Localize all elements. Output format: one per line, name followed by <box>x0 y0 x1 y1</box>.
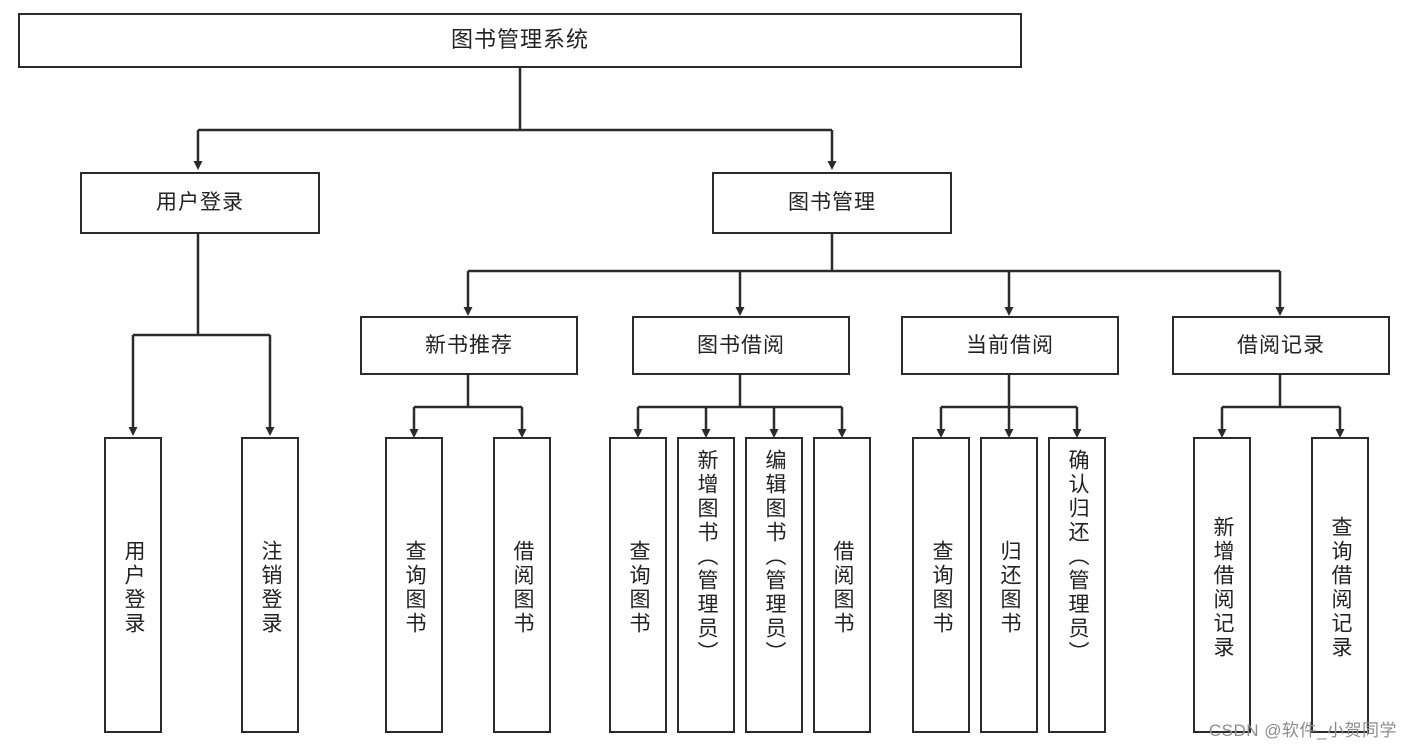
node-leaf-query-record[interactable]: 查询借阅记录 <box>1311 437 1369 733</box>
node-book-manage[interactable]: 图书管理 <box>712 172 952 234</box>
node-label: 当前借阅 <box>966 333 1054 357</box>
node-leaf-logout[interactable]: 注销登录 <box>241 437 299 733</box>
node-label: 查询图书 <box>403 540 427 636</box>
node-label: 借阅图书 <box>511 540 535 636</box>
node-leaf-query-book-2[interactable]: 查询图书 <box>609 437 667 733</box>
vert-text-wrap: 查询图书 <box>387 445 441 731</box>
node-new-book-recommend[interactable]: 新书推荐 <box>360 316 578 375</box>
vert-text-wrap: 新增图书（管理员） <box>679 445 733 735</box>
node-root-book-management-system[interactable]: 图书管理系统 <box>18 13 1022 68</box>
node-current-borrow[interactable]: 当前借阅 <box>901 316 1119 375</box>
node-leaf-edit-book[interactable]: 编辑图书（管理员） <box>745 437 803 733</box>
node-label: 查询图书 <box>930 540 954 636</box>
node-label: 查询借阅记录 <box>1329 516 1353 660</box>
node-user-login[interactable]: 用户登录 <box>80 172 320 234</box>
node-leaf-borrow-book-2[interactable]: 借阅图书 <box>813 437 871 733</box>
node-leaf-add-record[interactable]: 新增借阅记录 <box>1193 437 1251 733</box>
vert-text-wrap: 编辑图书（管理员） <box>747 445 801 735</box>
vert-text-wrap: 确认归还（管理员） <box>1050 445 1104 735</box>
csdn-watermark: CSDN @软件_小贺同学 <box>1208 721 1397 740</box>
node-leaf-query-book-3[interactable]: 查询图书 <box>912 437 970 733</box>
node-leaf-confirm-return[interactable]: 确认归还（管理员） <box>1048 437 1106 733</box>
vert-text-wrap: 归还图书 <box>982 445 1036 731</box>
node-leaf-user-login[interactable]: 用户登录 <box>104 437 162 733</box>
vert-text-wrap: 借阅图书 <box>495 445 549 731</box>
vert-text-wrap: 查询借阅记录 <box>1313 445 1367 731</box>
vert-text-wrap: 借阅图书 <box>815 445 869 731</box>
vert-text-wrap: 查询图书 <box>914 445 968 731</box>
node-label: 用户登录 <box>156 191 244 215</box>
node-label: 查询图书 <box>627 540 651 636</box>
node-label: 注销登录 <box>259 540 283 636</box>
node-borrow-record[interactable]: 借阅记录 <box>1172 316 1390 375</box>
node-label: 图书管理 <box>788 191 876 215</box>
node-label: 归还图书 <box>998 540 1022 636</box>
vert-text-wrap: 查询图书 <box>611 445 665 731</box>
node-label: 图书管理系统 <box>450 27 589 53</box>
node-label: 确认归还（管理员） <box>1066 449 1090 665</box>
node-label: 借阅记录 <box>1237 333 1325 357</box>
node-leaf-return-book[interactable]: 归还图书 <box>980 437 1038 733</box>
vert-text-wrap: 注销登录 <box>243 445 297 731</box>
node-leaf-add-book[interactable]: 新增图书（管理员） <box>677 437 735 733</box>
node-book-borrow[interactable]: 图书借阅 <box>632 316 850 375</box>
vert-text-wrap: 新增借阅记录 <box>1195 445 1249 731</box>
vert-text-wrap: 用户登录 <box>106 445 160 731</box>
node-label: 编辑图书（管理员） <box>763 449 787 665</box>
node-label: 借阅图书 <box>831 540 855 636</box>
node-leaf-borrow-book-1[interactable]: 借阅图书 <box>493 437 551 733</box>
node-label: 图书借阅 <box>697 333 785 357</box>
node-label: 新书推荐 <box>425 333 513 357</box>
node-label: 新增借阅记录 <box>1211 516 1235 660</box>
node-leaf-query-book-1[interactable]: 查询图书 <box>385 437 443 733</box>
node-label: 新增图书（管理员） <box>695 449 719 665</box>
node-label: 用户登录 <box>122 540 146 636</box>
